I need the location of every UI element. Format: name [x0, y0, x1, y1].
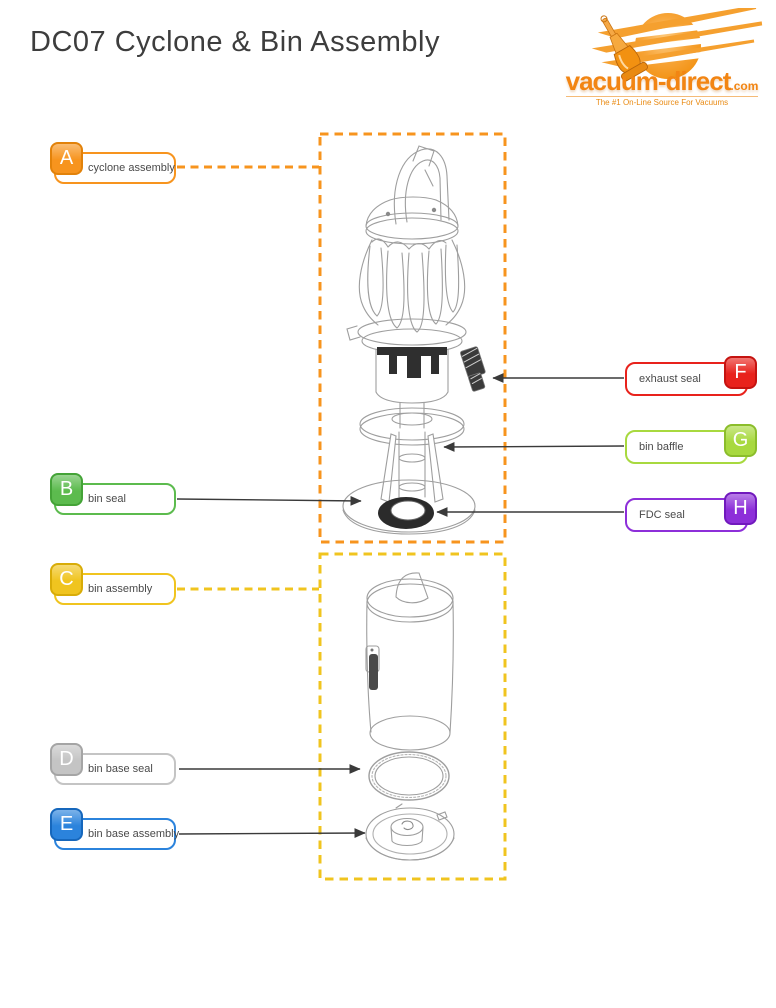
label-bin-assembly-text: bin assembly	[88, 583, 153, 595]
cyclone-neck-flange	[359, 402, 465, 446]
label-fdc-seal-text: FDC seal	[639, 509, 685, 521]
sun-icon	[584, 8, 763, 79]
shroud-band	[375, 347, 449, 404]
label-a-badge[interactable]: A	[50, 142, 83, 175]
label-bin-base-assembly-text: bin base assembly	[88, 828, 180, 840]
label-e-badge[interactable]: E	[50, 808, 83, 841]
label-cyclone-assembly-text: cyclone assembly	[88, 162, 175, 174]
carry-handle	[393, 145, 450, 225]
label-bin-baffle-text: bin baffle	[639, 441, 684, 453]
vacuum-icon	[600, 15, 648, 82]
label-c-badge[interactable]: C	[50, 563, 83, 596]
arrow-bin-seal	[176, 495, 362, 506]
arrow-bin-baffle	[443, 442, 625, 452]
cyclone-assembly-drawing	[342, 145, 486, 535]
logo-tagline: The #1 On-Line Source For Vacuums	[566, 96, 758, 107]
logo-artwork	[584, 8, 763, 82]
cyclone-base-plate	[342, 479, 476, 535]
label-g-badge[interactable]: G	[724, 424, 757, 457]
label-d-badge[interactable]: D	[50, 743, 83, 776]
logo-tld-text: .com	[730, 79, 759, 93]
label-h-badge[interactable]: H	[724, 492, 757, 525]
bin-latch	[365, 645, 380, 690]
logo-wordmark: vacuum-direct.com	[560, 66, 764, 97]
label-f-badge[interactable]: F	[724, 356, 757, 389]
label-exhaust-seal-text: exhaust seal	[639, 373, 701, 385]
exhaust-seal-part	[460, 346, 486, 392]
bin-cylinder	[366, 572, 454, 751]
cyclone-top-dome	[365, 196, 459, 245]
bin-base-seal-ring	[368, 751, 450, 801]
label-bin-seal-text: bin seal	[88, 493, 126, 505]
label-bin-base-seal-text: bin base seal	[88, 763, 153, 775]
page-title: DC07 Cyclone & Bin Assembly	[30, 26, 440, 58]
brand-logo: vacuum-direct.com The #1 On-Line Source …	[556, 8, 768, 108]
cyclone-cone-crown	[358, 238, 466, 333]
arrow-bin-base-assembly	[178, 828, 366, 838]
label-b-badge[interactable]: B	[50, 473, 83, 506]
cyclone-assembly-dashed-box	[318, 132, 507, 544]
bin-base-plate	[365, 803, 455, 861]
bin-baffle-part	[380, 431, 444, 503]
logo-brand-text: vacuum-direct	[565, 66, 732, 96]
bin-assembly-drawing	[365, 572, 455, 861]
bin-assembly-dashed-box	[318, 552, 507, 881]
